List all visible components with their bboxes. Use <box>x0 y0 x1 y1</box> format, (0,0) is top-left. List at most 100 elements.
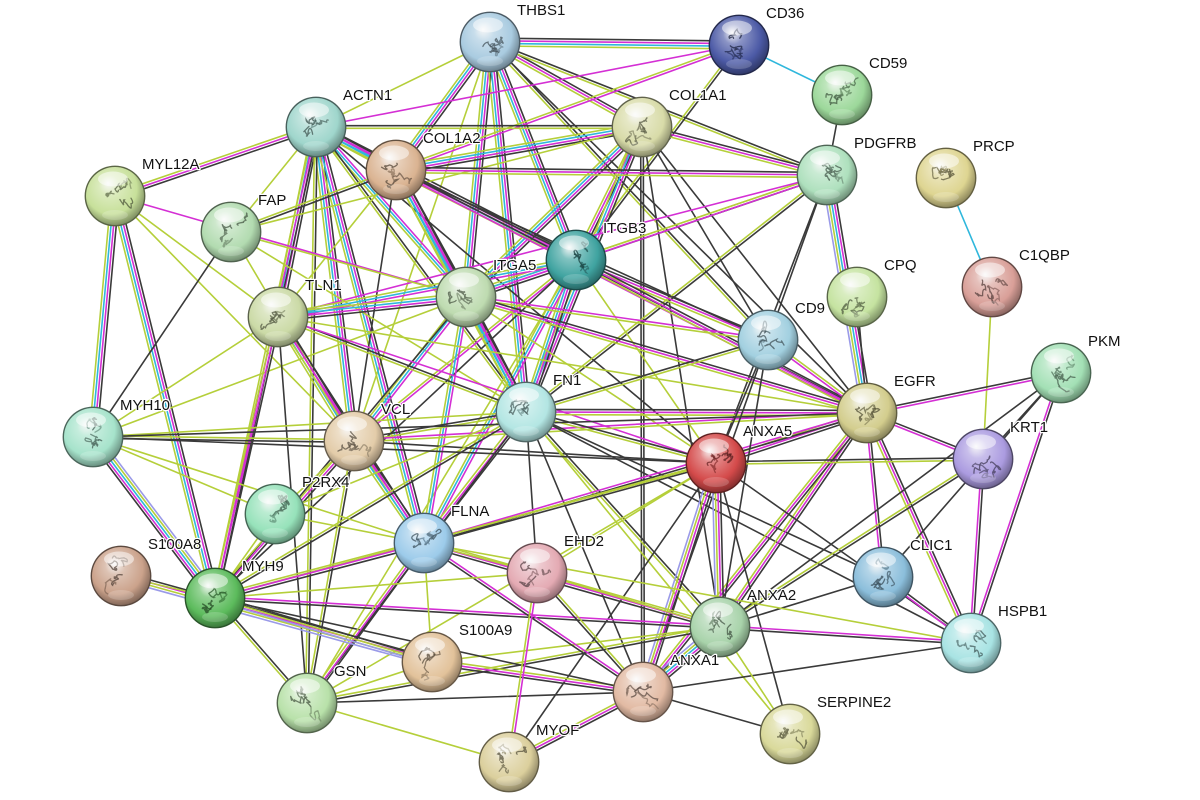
edge-egfr-hspb1[interactable] <box>863 411 975 645</box>
edge-pkm-anxa2[interactable] <box>719 372 1062 628</box>
edge-anxa5-anxa1[interactable] <box>638 460 721 695</box>
edge-actn1-gsn[interactable] <box>304 126 319 704</box>
edge-fap-myh10[interactable] <box>92 231 232 438</box>
edge-anxa1-s100a9[interactable] <box>430 658 645 696</box>
edge-itga5-egfr[interactable] <box>464 293 869 417</box>
node-fn1[interactable] <box>495 381 557 443</box>
edge-col1a1-col1a2[interactable] <box>394 122 644 175</box>
node-prcp[interactable] <box>915 147 977 209</box>
node-s100a8[interactable] <box>90 545 152 607</box>
edge-myl12a-tln1[interactable] <box>114 195 279 318</box>
node-anxa5[interactable] <box>685 432 747 494</box>
node-anxa2[interactable] <box>689 596 751 658</box>
node-gsn[interactable] <box>276 672 338 734</box>
node-cd9[interactable] <box>737 309 799 371</box>
edge-col1a1-cd9[interactable] <box>641 126 769 341</box>
node-itgb3[interactable] <box>545 229 607 291</box>
node-pdgfrb[interactable] <box>796 144 858 206</box>
node-p2rx4[interactable] <box>244 483 306 545</box>
edge-itgb3-vcl[interactable] <box>352 258 578 443</box>
edge-anxa1-gsn[interactable] <box>306 691 644 704</box>
node-hspb1[interactable] <box>940 612 1002 674</box>
edge-krt1-hspb1[interactable] <box>968 458 986 644</box>
edge-fn1-myh9[interactable] <box>213 410 528 600</box>
edge-cd36-actn1[interactable] <box>315 44 740 128</box>
node-s100a9[interactable] <box>401 631 463 693</box>
node-myl12a[interactable] <box>84 165 146 227</box>
node-c1qbp[interactable] <box>961 256 1023 318</box>
node-tln1[interactable] <box>247 286 309 348</box>
edge-egfr-flna[interactable] <box>422 410 869 546</box>
edge-myl12a-myh10[interactable] <box>88 194 120 439</box>
edge-itgb3-anxa5[interactable] <box>575 259 717 464</box>
edge-anxa2-ehd2[interactable] <box>536 572 721 628</box>
edge-krt1-anxa2[interactable] <box>718 457 985 629</box>
edge-flna-gsn[interactable] <box>304 540 427 706</box>
edge-myl12a-myh9[interactable] <box>110 194 220 600</box>
edge-myh10-egfr[interactable] <box>92 412 868 438</box>
edge-itgb3-gsn[interactable] <box>306 259 577 704</box>
node-anxa1[interactable] <box>612 661 674 723</box>
edge-ehd2-myof[interactable] <box>506 571 540 764</box>
edge-thbs1-actn1[interactable] <box>315 41 491 128</box>
node-pkm[interactable] <box>1030 342 1092 404</box>
edge-col1a1-anxa2[interactable] <box>641 126 721 628</box>
edge-actn1-col1a1[interactable] <box>315 124 643 130</box>
edge-gsn-myof[interactable] <box>306 702 510 763</box>
edge-actn1-myl12a[interactable] <box>113 123 318 200</box>
node-krt1[interactable] <box>952 428 1014 490</box>
edge-myh10-anxa5[interactable] <box>92 436 717 464</box>
edge-thbs1-cd36[interactable] <box>489 37 740 50</box>
edge-actn1-vcl[interactable] <box>311 125 359 443</box>
node-col1a2[interactable] <box>365 139 427 201</box>
edge-hspb1-anxa2[interactable] <box>719 624 972 646</box>
edge-itga5-cd9[interactable] <box>464 294 770 343</box>
edge-itga5-myh10[interactable] <box>92 296 467 438</box>
edge-thbs1-egfr[interactable] <box>489 41 868 414</box>
edge-myl12a-vcl[interactable] <box>114 195 355 442</box>
node-myh10[interactable] <box>62 406 124 468</box>
edge-anxa5-serpine2[interactable] <box>715 462 791 735</box>
node-myh9[interactable] <box>184 567 246 629</box>
node-ehd2[interactable] <box>506 542 568 604</box>
edge-fap-fn1[interactable] <box>230 231 527 413</box>
edge-anxa1-flna[interactable] <box>422 541 645 694</box>
node-cd59[interactable] <box>811 64 873 126</box>
edge-tln1-anxa5[interactable] <box>277 316 717 464</box>
edge-myh9-s100a9[interactable] <box>213 594 434 666</box>
edge-actn1-fn1[interactable] <box>314 125 528 414</box>
node-fap[interactable] <box>200 201 262 263</box>
node-cpq[interactable] <box>826 266 888 328</box>
node-flna[interactable] <box>393 512 455 574</box>
node-vcl[interactable] <box>323 410 385 472</box>
edge-flna-myh9[interactable] <box>213 539 426 602</box>
edge-tln1-egfr[interactable] <box>277 316 868 414</box>
edge-hspb1-anxa1[interactable] <box>642 642 972 693</box>
edge-fn1-p2rx4[interactable] <box>274 411 527 515</box>
edge-fn1-serpine2[interactable] <box>525 411 791 735</box>
edge-col1a1-fap[interactable] <box>230 126 643 233</box>
edge-col1a2-pdgfrb[interactable] <box>395 166 828 179</box>
node-myof[interactable] <box>478 731 540 793</box>
edge-vcl-anxa5[interactable] <box>353 440 717 464</box>
node-egfr[interactable] <box>836 382 898 444</box>
node-serpine2[interactable] <box>759 703 821 765</box>
edge-cd36-col1a2[interactable] <box>394 42 741 172</box>
edge-tln1-myh10[interactable] <box>92 316 279 438</box>
edge-itga5-tln1[interactable] <box>276 292 468 322</box>
edge-itga5-anxa5[interactable] <box>465 296 717 464</box>
edge-myh10-p2rx4[interactable] <box>92 436 276 515</box>
edge-anxa5-myof[interactable] <box>508 462 717 763</box>
edge-col1a2-tln1[interactable] <box>277 169 397 318</box>
edge-ehd2-myh9[interactable] <box>214 572 538 599</box>
edge-fn1-anxa5[interactable] <box>524 409 718 466</box>
edge-myh9-myh10[interactable] <box>88 433 220 602</box>
node-thbs1[interactable] <box>459 11 521 73</box>
edge-egfr-pkm[interactable] <box>865 370 1063 416</box>
edge-actn1-flna[interactable] <box>311 125 429 545</box>
edge-pkm-hspb1[interactable] <box>968 371 1063 645</box>
node-actn1[interactable] <box>285 96 347 158</box>
edge-anxa5-krt1[interactable] <box>715 456 984 466</box>
edge-fn1-myh10[interactable] <box>92 411 527 438</box>
edge-fn1-cd9[interactable] <box>524 337 770 415</box>
